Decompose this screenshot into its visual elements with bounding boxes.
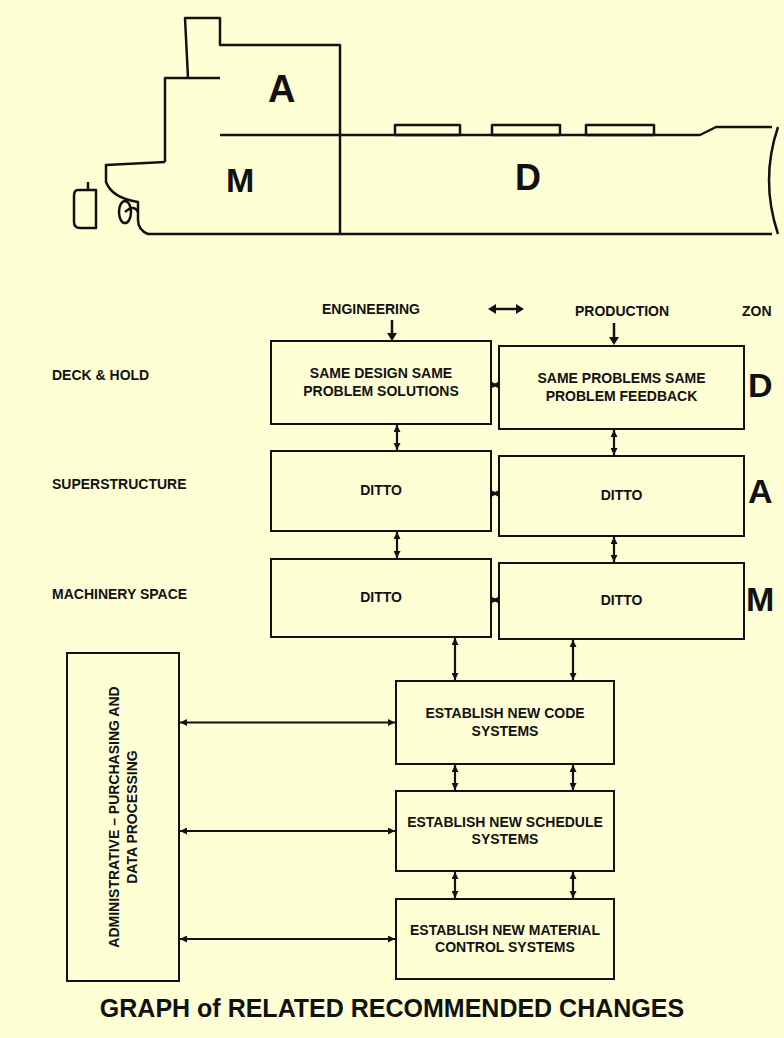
column-header: ZON [742, 304, 772, 318]
engineering-box: SAME DESIGN SAME PROBLEM SOLUTIONS [270, 340, 492, 425]
bow-outline [769, 127, 778, 234]
production-box: DITTO [498, 455, 745, 537]
column-header: PRODUCTION [575, 304, 669, 318]
process-box: ESTABLISH NEW SCHEDULE SYSTEMS [395, 790, 615, 872]
funnel-base-line [188, 77, 220, 80]
house-deck-line [220, 134, 340, 137]
production-box: SAME PROBLEMS SAME PROBLEM FEEDBACK [498, 345, 745, 430]
zone-letter: D [515, 160, 541, 196]
connector-arrow [454, 872, 456, 898]
production-box: DITTO [498, 562, 745, 640]
hatch-cover [395, 125, 460, 135]
box-text: DITTO [360, 589, 402, 607]
row-label: SUPERSTRUCTURE [52, 477, 187, 491]
arrowhead [609, 337, 619, 345]
zone-letter: A [268, 70, 295, 108]
connector-arrow [572, 765, 574, 790]
engineering-box: DITTO [270, 450, 492, 532]
zone-letter: M [226, 163, 254, 197]
hatch-cover [586, 125, 654, 135]
connector-arrow [180, 721, 395, 723]
connector-arrow [454, 765, 456, 790]
row-label: DECK & HOLD [52, 368, 149, 382]
box-text: DITTO [601, 592, 643, 610]
caption: GRAPH of RELATED RECOMMENDED CHANGES [0, 996, 784, 1021]
arrowhead [516, 304, 524, 314]
box-text: SAME PROBLEMS SAME PROBLEM FEEDBACK [510, 370, 733, 405]
administrative-box: ADMINISTRATIVE – PURCHASING AND DATA PRO… [66, 652, 180, 982]
bulkhead-line [339, 135, 342, 234]
box-text: ESTABLISH NEW CODE SYSTEMS [407, 705, 603, 740]
connector-arrow [572, 640, 574, 680]
superstructure-outline [165, 18, 772, 162]
process-box: ESTABLISH NEW MATERIAL CONTROL SYSTEMS [395, 898, 615, 980]
box-text: ADMINISTRATIVE – PURCHASING AND DATA PRO… [106, 667, 141, 967]
zone-letter: A [748, 474, 773, 508]
connector-arrow [613, 537, 615, 562]
zone-letter: M [746, 582, 774, 616]
rudder [74, 190, 96, 228]
arrowhead [488, 304, 496, 314]
hatch-cover [492, 125, 560, 135]
engineering-box: DITTO [270, 558, 492, 638]
connector-arrow [396, 532, 398, 558]
box-text: DITTO [360, 482, 402, 500]
zone-letter: D [748, 368, 773, 402]
box-text: SAME DESIGN SAME PROBLEM SOLUTIONS [282, 365, 480, 400]
propeller-blade [125, 208, 138, 212]
box-text: ESTABLISH NEW SCHEDULE SYSTEMS [407, 814, 603, 849]
connector-arrow [396, 425, 398, 450]
connector-arrow [454, 638, 456, 680]
process-box: ESTABLISH NEW CODE SYSTEMS [395, 680, 615, 765]
rudder-stock [87, 182, 90, 190]
column-header: ENGINEERING [322, 302, 420, 316]
connector-arrow [613, 430, 615, 455]
header-arrow [613, 323, 616, 338]
hull-outline [106, 162, 772, 234]
row-label: MACHINERY SPACE [52, 587, 187, 601]
connector-arrow [180, 938, 395, 940]
header-arrow [391, 320, 394, 334]
header-double-arrow [494, 308, 518, 311]
box-text: DITTO [601, 487, 643, 505]
connector-arrow [180, 830, 395, 832]
connector-arrow [572, 872, 574, 898]
box-text: ESTABLISH NEW MATERIAL CONTROL SYSTEMS [407, 922, 603, 957]
